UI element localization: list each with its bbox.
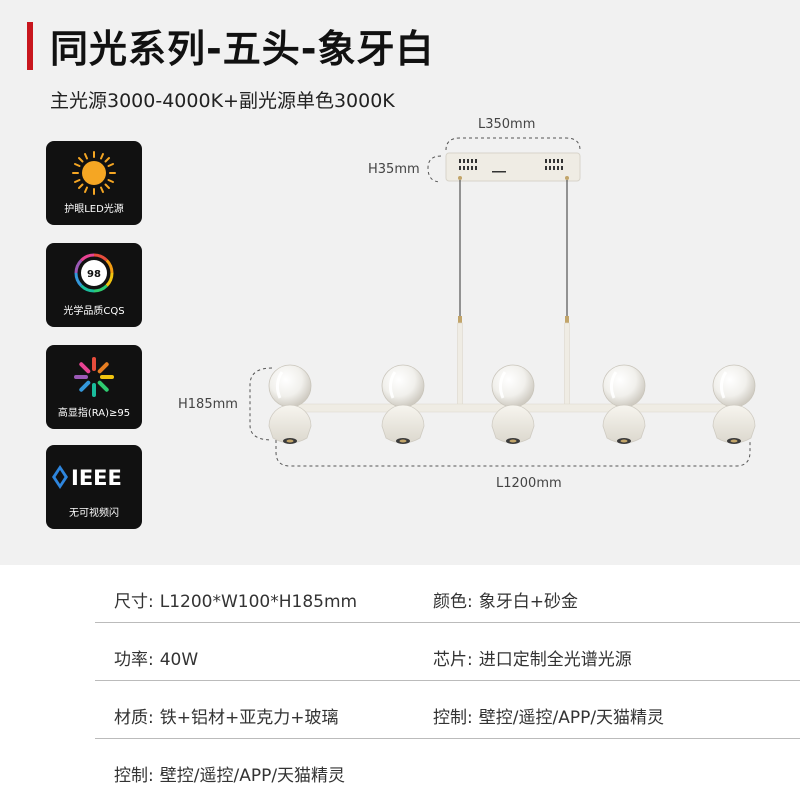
- divider: [95, 622, 800, 623]
- dim-canopy-length: L350mm: [478, 117, 536, 132]
- spec-row: 控制:壁控/遥控/APP/天猫精灵: [0, 739, 800, 797]
- spec-material: 材质:铁+铝材+亚克力+玻璃: [114, 708, 339, 728]
- cqs-value: 98: [87, 269, 101, 280]
- page-title: 同光系列-五头-象牙白: [50, 27, 435, 71]
- badge-label: 护眼LED光源: [64, 204, 124, 215]
- spec-table: 尺寸:L1200*W100*H185mm 颜色:象牙白+砂金 功率:40W 芯片…: [0, 565, 800, 800]
- page-subtitle: 主光源3000-4000K+副光源单色3000K: [50, 90, 395, 112]
- spec-row: 材质:铁+铝材+亚克力+玻璃 控制:壁控/遥控/APP/天猫精灵: [0, 681, 800, 739]
- spec-row: 功率:40W 芯片:进口定制全光谱光源: [0, 623, 800, 681]
- ieee-logo: IEEE: [52, 465, 122, 490]
- spec-control-2: 控制:壁控/遥控/APP/天猫精灵: [114, 766, 346, 786]
- spec-control: 控制:壁控/遥控/APP/天猫精灵: [433, 708, 665, 728]
- divider: [95, 738, 800, 739]
- spec-chip: 芯片:进口定制全光谱光源: [433, 650, 632, 670]
- title-accent-bar: [27, 22, 33, 70]
- dim-body-height: H185mm: [178, 397, 238, 412]
- pendant-lamp-drawing: [249, 137, 757, 467]
- sun-icon: [72, 151, 116, 195]
- divider: [95, 680, 800, 681]
- badge-label: 光学品质CQS: [63, 306, 125, 317]
- color-wheel-icon: [74, 357, 114, 397]
- spec-size: 尺寸:L1200*W100*H185mm: [114, 592, 358, 612]
- svg-text:IEEE: IEEE: [71, 466, 122, 490]
- badge-label: 无可视频闪: [69, 508, 119, 519]
- badge-label: 高显指(RA)≥95: [57, 408, 131, 419]
- dim-canopy-height: H35mm: [368, 162, 420, 177]
- badge-ra: 高显指(RA)≥95: [46, 345, 142, 429]
- cqs-98-icon: 98: [74, 253, 114, 293]
- badge-cqs: 98 光学品质CQS: [46, 243, 142, 327]
- badge-ieee: IEEE 无可视频闪: [46, 445, 142, 529]
- dim-body-length: L1200mm: [496, 476, 562, 491]
- spec-power: 功率:40W: [114, 650, 199, 670]
- spec-color: 颜色:象牙白+砂金: [433, 592, 578, 612]
- product-image-area: 同光系列-五头-象牙白 主光源3000-4000K+副光源单色3000K 护眼L…: [0, 0, 800, 565]
- spec-row: 尺寸:L1200*W100*H185mm 颜色:象牙白+砂金: [0, 565, 800, 623]
- badge-led: 护眼LED光源: [46, 141, 142, 225]
